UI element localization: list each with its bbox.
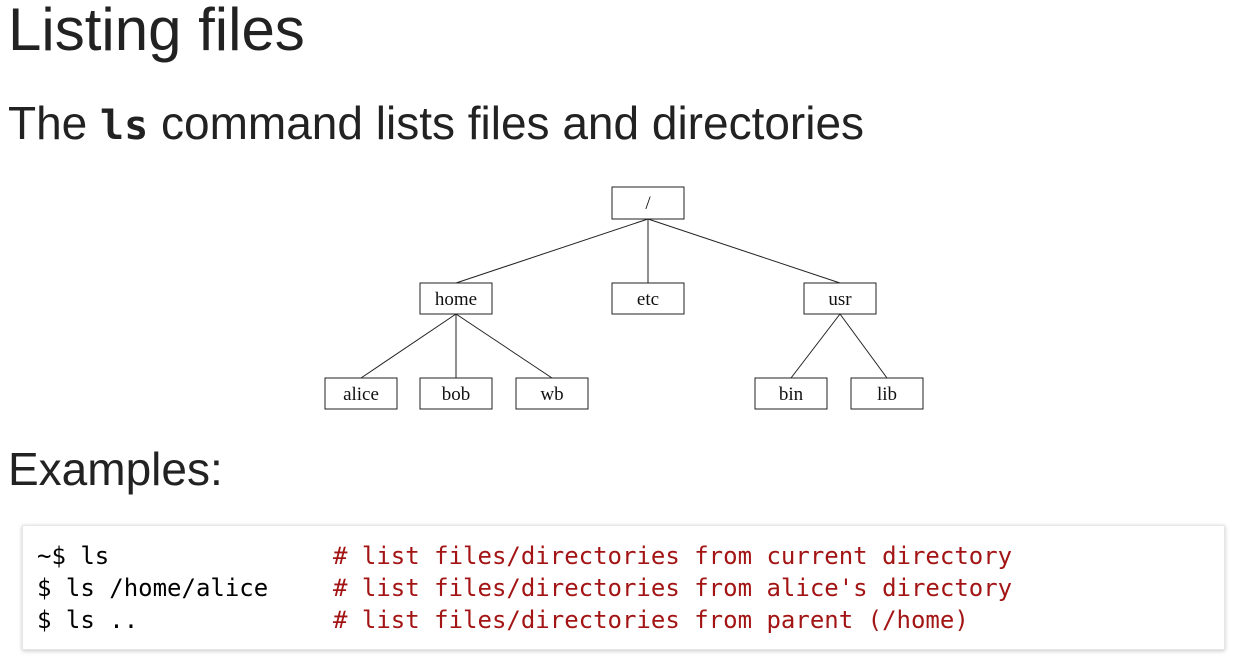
slide-subtitle: The ls command lists files and directori… xyxy=(8,96,864,153)
node-wb xyxy=(515,377,589,410)
node-root xyxy=(611,186,685,220)
node-bob xyxy=(419,377,493,410)
subtitle-suffix: command lists files and directories xyxy=(148,97,865,149)
node-bin xyxy=(754,377,828,410)
code-line: $ ls .. # list files/directories from par… xyxy=(37,604,1224,636)
edge-home-wb xyxy=(455,313,553,379)
node-alice xyxy=(324,377,398,410)
code-line: ~$ ls # list files/directories from curre… xyxy=(37,540,1224,572)
node-label-bin: bin xyxy=(779,384,804,405)
node-etc xyxy=(611,282,685,315)
node-label-root: / xyxy=(645,193,651,214)
edge-root-usr xyxy=(647,218,841,284)
edge-usr-lib xyxy=(839,313,888,379)
slide-title: Listing files xyxy=(8,0,305,63)
node-label-bob: bob xyxy=(442,384,471,405)
ls-command-inline: ls xyxy=(100,103,149,149)
node-label-wb: wb xyxy=(540,384,563,405)
edge-root-home xyxy=(455,218,649,284)
code-command: $ ls /home/alice xyxy=(37,574,269,602)
node-label-home: home xyxy=(435,289,477,310)
examples-heading: Examples: xyxy=(8,443,223,495)
node-label-usr: usr xyxy=(828,289,852,310)
node-label-alice: alice xyxy=(343,384,379,405)
subtitle-prefix: The xyxy=(8,97,101,149)
code-block: ~$ ls # list files/directories from curre… xyxy=(22,525,1225,650)
code-comment: # list files/directories from parent (/h… xyxy=(333,606,969,634)
node-label-etc: etc xyxy=(637,289,659,310)
edge-home-alice xyxy=(360,313,457,379)
node-label-lib: lib xyxy=(877,384,897,405)
node-home xyxy=(419,282,493,315)
code-command: $ ls .. xyxy=(37,606,139,634)
code-command: ~$ ls xyxy=(37,542,110,570)
code-comment: # list files/directories from alice's di… xyxy=(333,574,1013,602)
edge-usr-bin xyxy=(790,313,841,379)
node-lib xyxy=(850,377,924,410)
code-line: $ ls /home/alice # list files/directories… xyxy=(37,572,1224,604)
node-usr xyxy=(803,282,877,315)
code-comment: # list files/directories from current di… xyxy=(333,542,1013,570)
